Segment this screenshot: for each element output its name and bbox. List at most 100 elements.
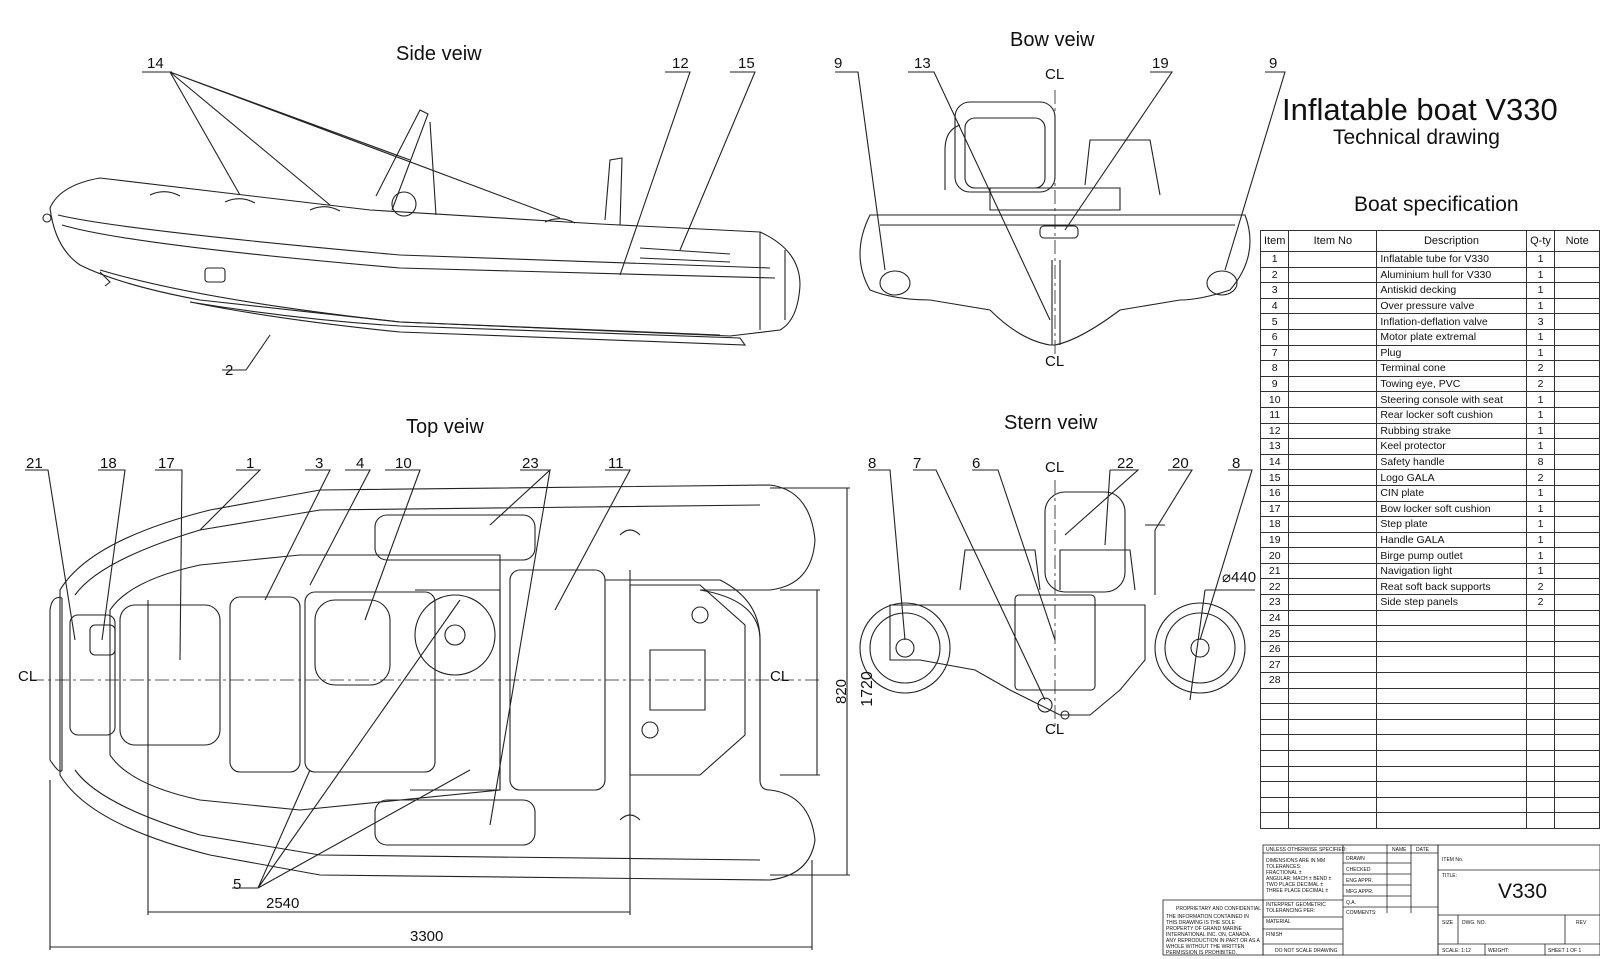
- dimension-inner-length: 2540: [266, 895, 300, 912]
- tb-sheet: SHEET 1 OF 1: [1548, 948, 1582, 954]
- table-cell: 28: [1259, 672, 1290, 689]
- tb-dims: DIMENSIONS ARE IN MM: [1266, 858, 1326, 864]
- callout-label: 13: [914, 55, 931, 72]
- side-view-boat: [42, 71, 801, 371]
- table-cell: [1554, 422, 1600, 440]
- table-cell: [1554, 360, 1600, 377]
- table-cell: [1554, 812, 1600, 829]
- table-cell: Towing eye, PVC: [1376, 375, 1527, 393]
- table-cell: Side step panels: [1376, 594, 1527, 611]
- table-cell: [1554, 703, 1600, 720]
- table-cell: [1288, 781, 1378, 798]
- table-row: 24: [1259, 609, 1600, 627]
- table-cell: [1288, 500, 1378, 518]
- spec-table-header: Item Item No Description Q-ty Note: [1259, 230, 1600, 252]
- table-cell: 25: [1259, 625, 1290, 642]
- table-cell: [1525, 625, 1556, 642]
- table-cell: [1554, 391, 1600, 408]
- table-cell: Safety handle: [1376, 453, 1527, 471]
- callout-label: 9: [1269, 55, 1278, 72]
- tb-name: NAME: [1392, 847, 1407, 853]
- table-cell: [1259, 812, 1290, 829]
- table-cell: Bow locker soft cushion: [1376, 500, 1527, 518]
- callout-label: 17: [158, 455, 175, 472]
- callout-label: 3: [315, 455, 324, 472]
- table-row: [1259, 781, 1600, 798]
- top-view-boat: [25, 469, 850, 950]
- table-cell: [1525, 718, 1556, 736]
- tb-dwg-no: DWG. NO.: [1462, 920, 1486, 926]
- table-cell: 8: [1525, 453, 1556, 471]
- table-cell: [1554, 656, 1600, 674]
- table-cell: [1554, 750, 1600, 767]
- table-cell: [1259, 765, 1290, 783]
- table-cell: [1554, 344, 1600, 362]
- tb-size: SIZE: [1442, 920, 1454, 926]
- table-cell: Inflation-deflation valve: [1376, 313, 1527, 330]
- table-cell: 23: [1259, 594, 1290, 611]
- column-header: Item No: [1288, 230, 1378, 252]
- column-header: Item: [1259, 230, 1290, 252]
- table-cell: [1376, 781, 1527, 798]
- table-cell: 1: [1525, 391, 1556, 408]
- stern-view-boat: [859, 469, 1255, 730]
- table-cell: [1554, 328, 1600, 346]
- tb-three: THREE PLACE DECIMAL ±: [1266, 888, 1329, 894]
- table-cell: [1554, 672, 1600, 689]
- table-cell: 20: [1259, 547, 1290, 564]
- table-cell: [1288, 328, 1378, 346]
- table-cell: 21: [1259, 562, 1290, 580]
- table-cell: [1554, 484, 1600, 502]
- table-cell: [1288, 251, 1378, 268]
- table-cell: [1554, 796, 1600, 814]
- callout-label: 4: [356, 455, 365, 472]
- table-cell: 1: [1525, 251, 1556, 268]
- table-cell: [1288, 672, 1378, 689]
- tb-title-label: TITLE:: [1442, 873, 1458, 879]
- table-row: [1259, 750, 1600, 767]
- callout-label: 19: [1152, 55, 1169, 72]
- column-header: Description: [1376, 230, 1527, 252]
- tb-checked: CHECKED: [1346, 867, 1371, 873]
- table-cell: 22: [1259, 578, 1290, 596]
- table-cell: 17: [1259, 500, 1290, 518]
- table-cell: Keel protector: [1376, 438, 1527, 455]
- table-cell: 14: [1259, 453, 1290, 471]
- table-cell: [1288, 625, 1378, 642]
- table-cell: [1554, 375, 1600, 393]
- table-cell: 24: [1259, 609, 1290, 627]
- table-cell: [1288, 796, 1378, 814]
- table-cell: [1288, 687, 1378, 705]
- table-cell: [1554, 781, 1600, 798]
- table-cell: [1288, 297, 1378, 315]
- tb-unless: UNLESS OTHERWISE SPECIFIED:: [1266, 847, 1347, 853]
- table-cell: [1554, 765, 1600, 783]
- table-cell: Inflatable tube for V330: [1376, 251, 1527, 268]
- table-cell: 1: [1525, 547, 1556, 564]
- table-cell: [1288, 391, 1378, 408]
- centerline-label: CL: [770, 668, 790, 685]
- table-cell: [1288, 578, 1378, 596]
- callout-label: 8: [1232, 455, 1241, 472]
- table-cell: 18: [1259, 516, 1290, 533]
- table-cell: [1376, 765, 1527, 783]
- tb-drawn: DRAWN: [1346, 856, 1365, 862]
- table-cell: Plug: [1376, 344, 1527, 362]
- table-cell: [1554, 547, 1600, 564]
- table-cell: [1376, 609, 1527, 627]
- table-cell: [1554, 578, 1600, 596]
- table-cell: [1288, 750, 1378, 767]
- table-cell: 3: [1525, 313, 1556, 330]
- table-cell: [1288, 734, 1378, 751]
- table-cell: [1376, 796, 1527, 814]
- table-cell: 1: [1259, 251, 1290, 268]
- table-cell: 2: [1525, 594, 1556, 611]
- table-cell: [1259, 796, 1290, 814]
- table-cell: [1288, 484, 1378, 502]
